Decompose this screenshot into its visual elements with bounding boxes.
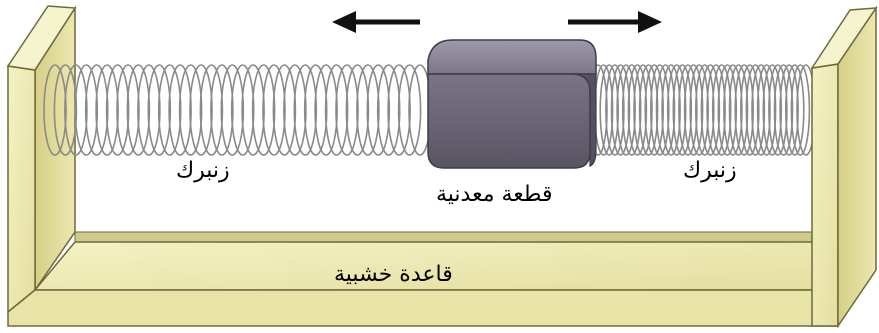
- right-wall: [810, 5, 878, 329]
- spring-coil: [314, 64, 338, 156]
- spring-coil: [324, 64, 349, 156]
- wooden-base-label: قاعدة خشبية: [334, 262, 453, 287]
- right-arrow: [568, 11, 662, 33]
- spring-coil: [678, 64, 698, 156]
- spring-coil: [689, 64, 710, 156]
- right-spring: [588, 64, 816, 156]
- spring-coil: [672, 64, 693, 156]
- wooden-base: [7, 231, 840, 327]
- spring-coil: [599, 64, 620, 156]
- spring-coil: [137, 64, 161, 156]
- spring-coil: [779, 64, 799, 156]
- left-wall-top: [6, 5, 77, 71]
- spring-coil: [272, 64, 297, 156]
- spring-coil: [773, 64, 794, 156]
- left-arrow: [332, 11, 420, 33]
- spring-coil: [666, 64, 687, 156]
- spring-coil: [251, 64, 276, 156]
- spring-coil: [199, 64, 224, 156]
- right-wall-front: [811, 63, 839, 327]
- metal-block-label: قطعة معدنية: [436, 182, 553, 207]
- spring-coil: [84, 64, 109, 156]
- spring-coil: [64, 64, 88, 156]
- right-wall-top: [810, 7, 878, 69]
- spring-coil: [723, 64, 743, 156]
- spring-coil: [230, 64, 255, 156]
- spring-coil: [756, 64, 777, 156]
- spring-coil: [147, 64, 172, 156]
- spring-coil: [376, 64, 401, 156]
- metal-block-front: [427, 73, 591, 169]
- spring-coil: [784, 64, 805, 156]
- spring-coil: [706, 64, 726, 156]
- spring-coil: [768, 64, 788, 156]
- spring-coil: [157, 64, 182, 156]
- base-front: [7, 289, 839, 327]
- spring-coil: [178, 64, 203, 156]
- spring-coil: [717, 64, 738, 156]
- spring-coil: [605, 64, 625, 156]
- spring-coil: [700, 64, 721, 156]
- spring-coil: [303, 64, 328, 156]
- left-wall-front: [7, 65, 36, 314]
- spring-coil: [728, 64, 749, 156]
- spring-coil: [739, 64, 760, 156]
- spring-coil: [593, 64, 614, 156]
- spring-coil: [105, 64, 130, 156]
- spring-coil: [751, 64, 771, 156]
- right-spring-label: زنبرك: [683, 158, 737, 183]
- spring-coil: [283, 64, 307, 156]
- spring-coil: [745, 64, 766, 156]
- spring-coil: [168, 64, 192, 156]
- spring-coil: [683, 64, 704, 156]
- spring-coil: [241, 64, 265, 156]
- base-floor: [74, 231, 821, 243]
- spring-coil: [356, 64, 380, 156]
- spring-coil: [790, 64, 811, 156]
- spring-coil: [644, 64, 665, 156]
- left-spring: [43, 64, 432, 156]
- spring-coil: [711, 64, 732, 156]
- left-spring-label: زنبرك: [176, 158, 230, 183]
- spring-coil: [661, 64, 681, 156]
- spring-coil: [210, 64, 234, 156]
- spring-coil: [74, 64, 99, 156]
- spring-coil: [53, 64, 78, 156]
- left-wall: [6, 5, 77, 314]
- spring-coil: [762, 64, 783, 156]
- spring-coil: [387, 64, 411, 156]
- spring-coil: [638, 64, 659, 156]
- spring-coil: [335, 64, 359, 156]
- spring-coil: [621, 64, 642, 156]
- spring-coil: [610, 64, 631, 156]
- spring-coil: [126, 64, 151, 156]
- spring-coil: [366, 64, 391, 156]
- spring-coil: [95, 64, 119, 156]
- spring-coil: [189, 64, 213, 156]
- spring-coil: [397, 64, 422, 156]
- metal-block: [427, 39, 597, 169]
- metal-block-side: [571, 73, 597, 167]
- spring-coil: [262, 64, 286, 156]
- spring-coil: [633, 64, 653, 156]
- spring-coil: [43, 64, 67, 156]
- spring-coil: [293, 64, 318, 156]
- spring-coil: [345, 64, 370, 156]
- spring-coil: [116, 64, 140, 156]
- spring-coil: [649, 64, 670, 156]
- spring-coil: [655, 64, 676, 156]
- spring-coil: [220, 64, 245, 156]
- spring-coil: [627, 64, 648, 156]
- spring-coil: [734, 64, 755, 156]
- spring-coil: [616, 64, 636, 156]
- spring-coil: [694, 64, 715, 156]
- metal-block-top: [427, 39, 597, 75]
